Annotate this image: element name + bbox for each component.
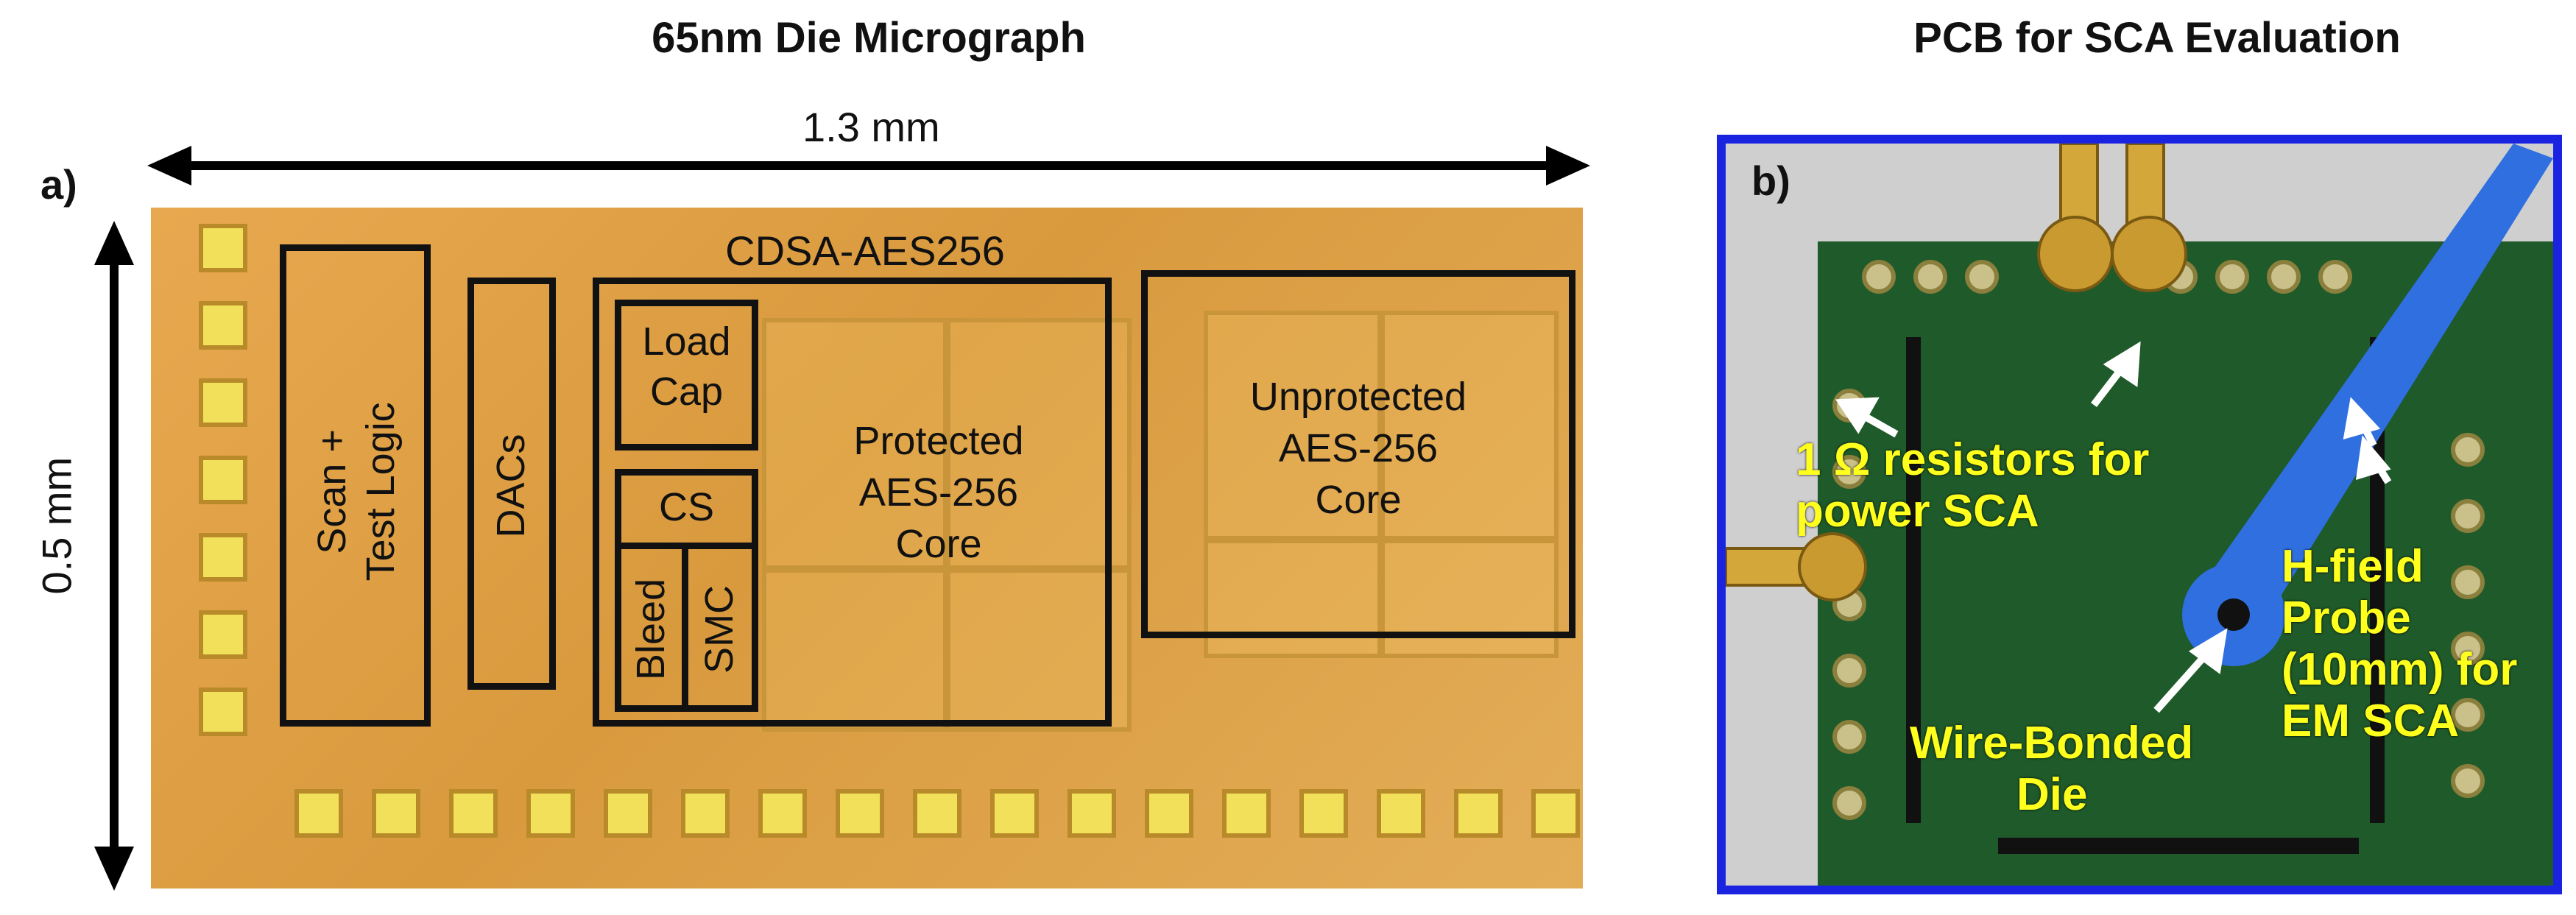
width-dimension-arrow	[147, 146, 1590, 186]
probe-annotation-line1: H-field	[2282, 541, 2424, 592]
die-micrograph-title: 65nm Die Micrograph	[652, 14, 1086, 62]
sma-connectors	[1726, 144, 2553, 713]
scan-test-logic-label: Scan + Test Logic	[310, 402, 403, 582]
die-micrograph: Scan + Test Logic DACs CDSA-AES256 Load …	[151, 208, 1583, 888]
resistors-annotation-line1: 1 Ω resistors for	[1796, 434, 2150, 485]
bleed-label: Bleed	[629, 578, 674, 680]
protected-core-label-line2: AES-256	[858, 470, 1019, 515]
load-cap-label-line1: Load	[642, 319, 731, 364]
load-cap-label-line2: Cap	[649, 370, 724, 414]
cdsa-aes256-block	[593, 278, 1112, 727]
panel-a-label: a)	[40, 161, 77, 208]
height-dimension-arrow	[94, 221, 134, 891]
unprotected-core-label-line3: Core	[1315, 478, 1402, 522]
unprotected-core-label-line1: Unprotected	[1249, 375, 1467, 419]
pcb-title: PCB for SCA Evaluation	[1913, 14, 2401, 62]
die-annotation-line2: Die	[2016, 769, 2088, 820]
protected-core-label-line3: Core	[895, 522, 982, 566]
smc-block	[682, 543, 758, 712]
die-annotation-line1: Wire-Bonded	[1910, 718, 2194, 769]
pcb-photo: b) 1 Ω resistors for power SCA H-field P…	[1717, 135, 2562, 894]
width-dimension-label: 1.3 mm	[802, 104, 940, 150]
protected-core-label-line1: Protected	[853, 419, 1024, 463]
smc-label: SMC	[697, 584, 742, 674]
unprotected-core-block	[1141, 270, 1575, 638]
dacs-block	[467, 278, 556, 690]
dacs-label: DACs	[489, 434, 534, 538]
unprotected-core-label-line2: AES-256	[1278, 426, 1439, 470]
load-cap-block	[615, 300, 758, 451]
cs-label: CS	[658, 485, 714, 529]
resistors-annotation-line2: power SCA	[1796, 486, 2039, 537]
probe-annotation-line3: (10mm) for	[2282, 644, 2518, 695]
cdsa-group-label: CDSA-AES256	[725, 227, 1005, 274]
scan-test-logic-block	[280, 244, 431, 727]
height-dimension-label: 0.5 mm	[33, 456, 80, 595]
probe-annotation-line2: Probe	[2282, 593, 2411, 643]
probe-annotation-line4: EM SCA	[2282, 696, 2460, 746]
panel-b-label: b)	[1751, 158, 1790, 204]
